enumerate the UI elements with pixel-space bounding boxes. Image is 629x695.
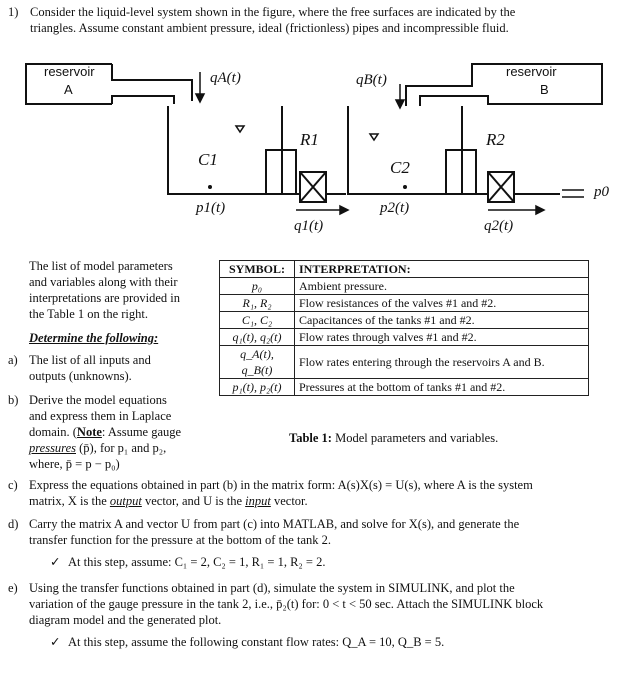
interpretation-cell: Ambient pressure. [294,277,589,295]
qa-label: qA(t) [210,70,241,86]
part-c-line-2: matrix, X is the output vector, and U is… [29,494,308,508]
side-line-4: the Table 1 on the right. [29,307,149,321]
part-d-assumption: At this step, assume: C₁ = 2, C₂ = 1, R₁… [68,555,326,569]
reservoir-a-label: reservoir [44,64,95,79]
liquid-level-diagram [25,63,603,216]
side-line-2: and variables along with their [29,275,178,289]
part-a-label: a) [8,353,18,367]
reservoir-b-box [500,63,603,105]
header-interpretation: INTERPRETATION: [294,260,589,278]
part-b-line-2: and express them in Laplace [29,409,172,423]
determine-heading: Determine the following: [29,331,159,345]
part-e-line-3: diagram model and the generated plot. [29,613,222,627]
side-line-1: The list of model parameters [29,259,173,273]
interpretation-cell: Flow rates entering through the reservoi… [294,345,589,379]
reservoir-a-box [25,63,112,105]
problem-number: 1) [8,5,19,19]
part-e-label: e) [8,581,18,595]
p1-label: p1(t) [196,200,226,216]
q1-label: q1(t) [294,218,324,234]
reservoir-a-id: A [64,82,73,97]
part-e-assumption: At this step, assume the following const… [68,635,445,649]
part-c-line-1: Express the equations obtained in part (… [29,478,533,492]
part-d-line-2: transfer function for the pressure at th… [29,533,331,547]
interpretation-cell: Flow resistances of the valves #1 and #2… [294,294,589,312]
table-row: q₁(t), q₂(t)Flow rates through valves #1… [219,328,589,346]
intro-line-2: triangles. Assume constant ambient press… [30,21,509,35]
tank-1 [167,106,283,195]
valve-1 [299,171,327,203]
part-b-line-3: domain. (Note: Assume gauge [29,425,182,439]
p2-label: p2(t) [380,200,410,216]
r1-label: R1 [300,130,319,149]
part-d-line-1: Carry the matrix A and vector U from par… [29,517,520,531]
part-b-line-5: where, p̄ = p − p₀) [29,457,120,471]
intro-line-1: Consider the liquid-level system shown i… [30,5,516,19]
table-row: q_A(t), q_B(t)Flow rates entering throug… [219,345,589,379]
interpretation-cell: Flow rates through valves #1 and #2. [294,328,589,346]
symbol-cell: q₁(t), q₂(t) [219,328,295,346]
part-b-line-1: Derive the model equations [29,393,167,407]
symbol-cell: C₁, C₂ [219,311,295,329]
table-header-row: SYMBOL: INTERPRETATION: [219,260,589,278]
part-a-line-1: The list of all inputs and [29,353,151,367]
symbol-cell: R₁, R₂ [219,294,295,312]
side-line-3: interpretations are provided in [29,291,180,305]
symbol-cell: p₁(t), p₂(t) [219,378,295,396]
check-icon: ✓ [50,635,61,649]
p0-label: p0 [594,184,609,200]
symbol-cell: q_A(t), q_B(t) [219,345,295,379]
c1-label: C1 [198,150,218,169]
table-caption: Table 1: Model parameters and variables. [289,431,499,445]
reservoir-b-id: B [540,82,549,97]
part-c-label: c) [8,478,18,492]
free-surface-2 [368,133,380,142]
table-row: p₁(t), p₂(t)Pressures at the bottom of t… [219,378,589,396]
interpretation-cell: Pressures at the bottom of tanks #1 and … [294,378,589,396]
free-surface-1 [234,125,246,134]
part-e-line-1: Using the transfer functions obtained in… [29,581,515,595]
tank-2 [347,106,463,195]
reservoir-b-label: reservoir [506,64,557,79]
qb-label: qB(t) [356,72,387,88]
q2-label: q2(t) [484,218,514,234]
part-a-line-2: outputs (unknowns). [29,369,132,383]
interpretation-cell: Capacitances of the tanks #1 and #2. [294,311,589,329]
check-icon: ✓ [50,555,61,569]
part-b-label: b) [8,393,19,407]
part-b-line-4: pressures (p̄), for p₁ and p₂, [29,441,167,455]
r2-label: R2 [486,130,505,149]
part-d-label: d) [8,517,19,531]
c2-label: C2 [390,158,410,177]
valve-2 [487,171,515,203]
symbol-cell: p₀ [219,277,295,295]
part-e-line-2: variation of the gauge pressure in the t… [29,597,544,611]
header-symbol: SYMBOL: [219,260,295,278]
